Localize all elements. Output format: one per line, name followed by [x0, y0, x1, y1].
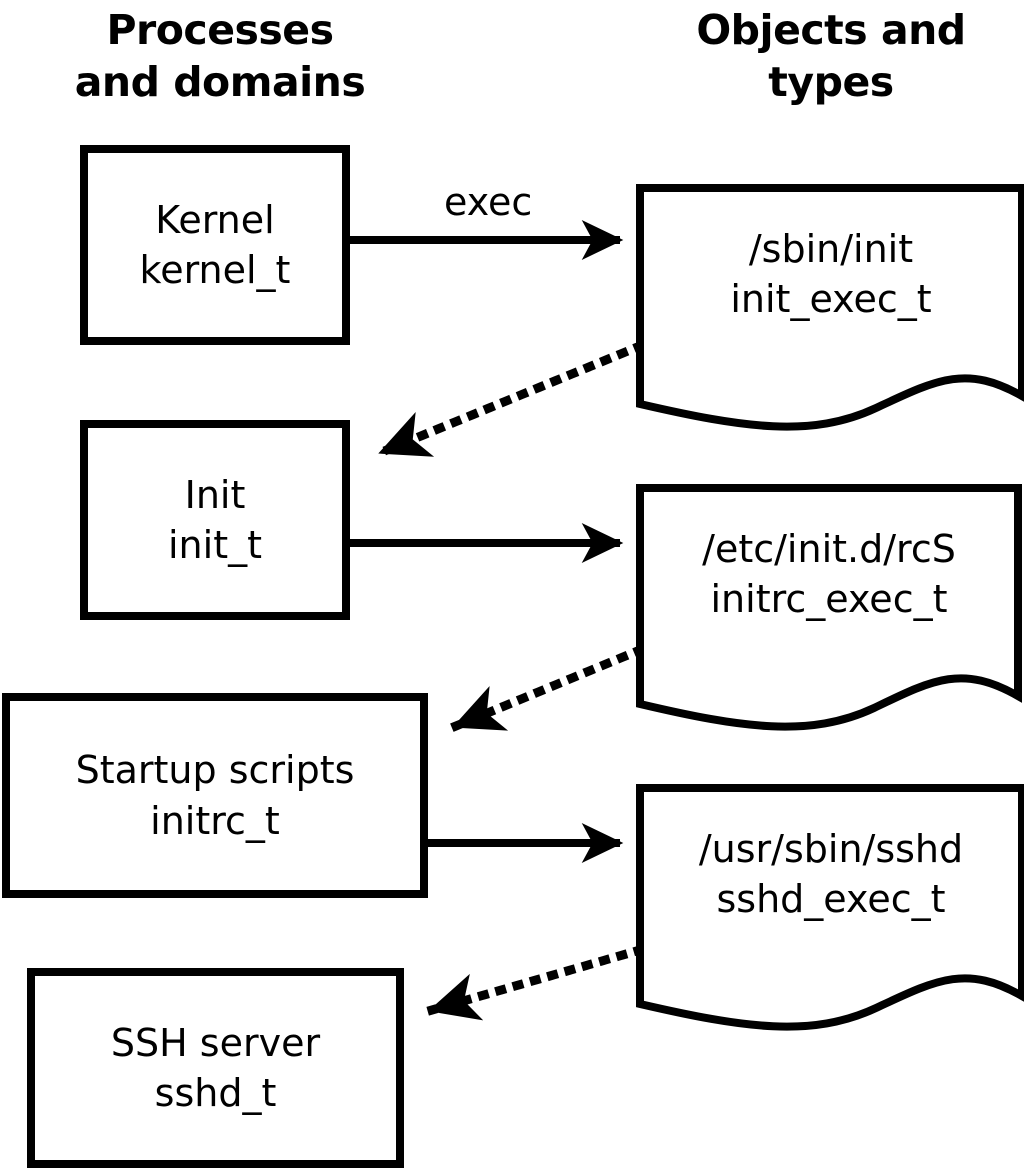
object-node-initrc-exec[interactable]: /etc/init.d/rcS initrc_exec_t [636, 484, 1022, 734]
edge-sshd-exec-to-sshd [426, 944, 646, 1021]
document-shape-icon [636, 184, 1024, 431]
process-node-init-type: init_t [168, 523, 262, 567]
column-header-processes: Processes and domains [74, 6, 366, 107]
process-node-ssh-server-name: SSH server [110, 1020, 321, 1065]
process-node-ssh-server[interactable]: SSH server sshd_t [27, 968, 404, 1168]
object-node-sshd-exec[interactable]: /usr/sbin/sshd sshd_exec_t [636, 784, 1024, 1034]
process-node-ssh-server-type: sshd_t [154, 1071, 277, 1115]
process-node-init-name: Init [184, 472, 246, 517]
process-node-kernel[interactable]: Kernel kernel_t [80, 145, 350, 345]
edge-initrc-exec-to-initrc [450, 644, 646, 732]
process-node-kernel-type: kernel_t [139, 248, 291, 292]
column-header-objects: Objects and types [696, 6, 966, 107]
document-shape-icon [636, 484, 1022, 731]
edge-label-exec: exec [444, 180, 533, 224]
process-node-kernel-name: Kernel [155, 197, 275, 242]
object-node-init-exec[interactable]: /sbin/init init_exec_t [636, 184, 1024, 434]
document-shape-icon [636, 784, 1024, 1031]
process-node-init[interactable]: Init init_t [80, 420, 350, 620]
process-node-startup-scripts[interactable]: Startup scripts initrc_t [2, 693, 428, 898]
edge-init-exec-to-init [376, 340, 646, 458]
process-node-startup-scripts-type: initrc_t [150, 798, 280, 843]
process-node-startup-scripts-name: Startup scripts [75, 748, 355, 793]
